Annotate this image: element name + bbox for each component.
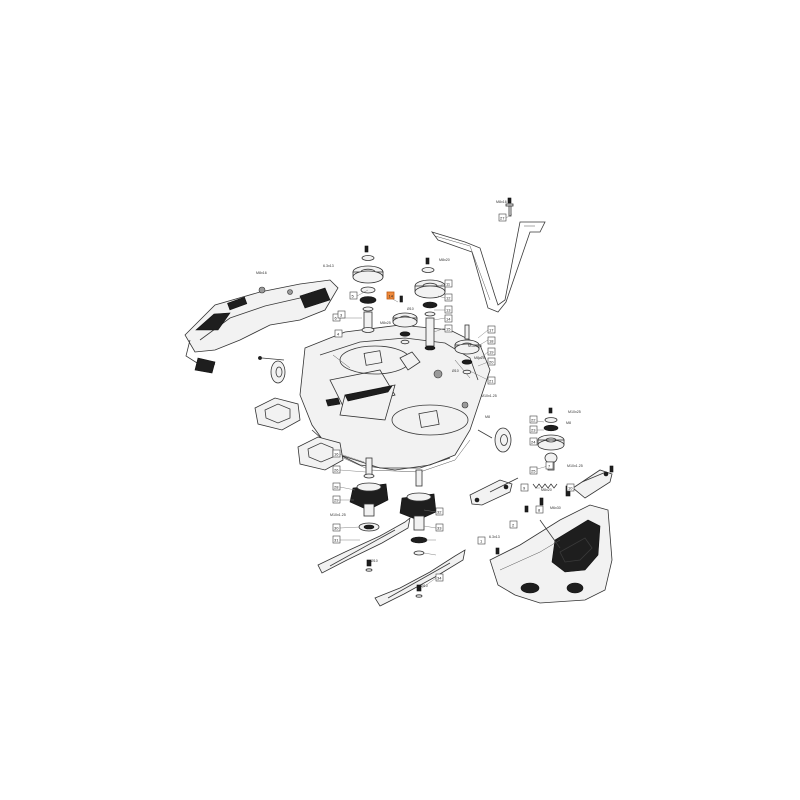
callout-boxes: 5 14 6 11 12 13 14 15 17 18 19 20 21 22 … (332, 213, 575, 582)
front-bracket-hardware (495, 497, 544, 555)
callout-label: 7 (548, 464, 551, 469)
callout-label: 31 (334, 538, 339, 543)
callout-label: 8 (538, 508, 541, 513)
gasket-upper (254, 397, 301, 431)
hardware-label: M8x25 (380, 321, 391, 325)
hardware-label: M8 (485, 415, 490, 419)
callout-label: 6 (335, 316, 338, 321)
right-lower-spindle (399, 469, 437, 556)
left-blade (317, 517, 411, 574)
callout-label: 23 (531, 428, 536, 433)
hardware-labels: M8x16 M8x20 6.3x13 M8x16 M8x25 M8x25 M10… (256, 200, 583, 588)
callout-label: 26 (334, 468, 339, 473)
hardware-label: M8x25 (474, 356, 485, 360)
hardware-label: M10x1.25 (481, 394, 497, 398)
hardware-label: M10x1.25 (567, 464, 583, 468)
hardware-label: M8x20 (541, 488, 552, 492)
callout-label: 28 (334, 485, 339, 490)
callout-label: 15 (446, 327, 451, 332)
callout-label: 25 (531, 469, 536, 474)
hardware-label: M8x20 (439, 258, 450, 262)
callout-label: 32 (437, 510, 442, 515)
callout-label: 3 (340, 313, 343, 318)
callout-label: 33 (437, 526, 442, 531)
right-upper-spindle (414, 257, 446, 351)
right-pivot-pulley (537, 407, 565, 471)
hardware-label: M8x16 (496, 200, 507, 204)
right-linkage-arm (565, 465, 614, 499)
tension-arm (469, 477, 519, 506)
callout-label: 21 (489, 379, 494, 384)
hardware-label: 6.3x13 (323, 264, 334, 268)
callout-label: 27 (500, 216, 505, 221)
callout-label: 9 (523, 486, 526, 491)
hardware-label: M16x1.5 (468, 344, 482, 348)
callout-label: 19 (489, 350, 494, 355)
callout-label: 14 (446, 317, 451, 322)
belt-guide-bolt (505, 197, 514, 217)
left-side-arm (184, 279, 339, 374)
hardware-label: Ø10 (421, 584, 428, 588)
left-lower-spindle (349, 457, 389, 532)
callout-label: 1 (480, 539, 483, 544)
gasket-lower (297, 436, 344, 471)
highlighted-callout (386, 291, 395, 300)
drive-belt (430, 221, 546, 313)
hardware-label: Ø10 (371, 559, 378, 563)
callout-label: 2 (512, 523, 515, 528)
left-front-wheel (258, 356, 286, 384)
hardware-label: Ø10 (452, 369, 459, 373)
callout-label: 24 (531, 440, 536, 445)
callout-label: 22 (531, 418, 536, 423)
callout-label: 20 (489, 360, 494, 365)
callout-label: 12 (446, 296, 451, 301)
hardware-label: M8x16 (256, 271, 267, 275)
callout-label: 16 (334, 452, 339, 457)
callout-label: 18 (489, 339, 494, 344)
right-side-guard (489, 504, 613, 604)
callout-label: 29 (334, 498, 339, 503)
callout-label: 11 (446, 282, 451, 287)
right-blade (374, 549, 466, 607)
callout-label: 10 (568, 486, 573, 491)
callout-label: 13 (446, 308, 451, 313)
hardware-label: M10x25 (568, 410, 581, 414)
right-front-wheel (477, 427, 512, 453)
callout-label: 17 (489, 328, 494, 333)
callout-label: 5 (352, 294, 355, 299)
callout-label: 34 (437, 576, 442, 581)
hardware-label: M6x30 (550, 506, 561, 510)
hardware-label: M8 (566, 421, 571, 425)
center-idler-pulley (392, 295, 418, 345)
hardware-label: Ø10 (407, 307, 414, 311)
callout-label: 14 (389, 294, 394, 299)
callout-label: 4 (337, 332, 340, 337)
callout-label: 30 (334, 526, 339, 531)
hardware-label: 6.3x13 (489, 535, 500, 539)
right-mid-spindle (454, 324, 480, 375)
left-upper-spindle (352, 245, 384, 333)
tension-spring (532, 483, 558, 489)
hardware-label: M10x1.25 (330, 513, 346, 517)
blade-bolts (365, 559, 423, 598)
